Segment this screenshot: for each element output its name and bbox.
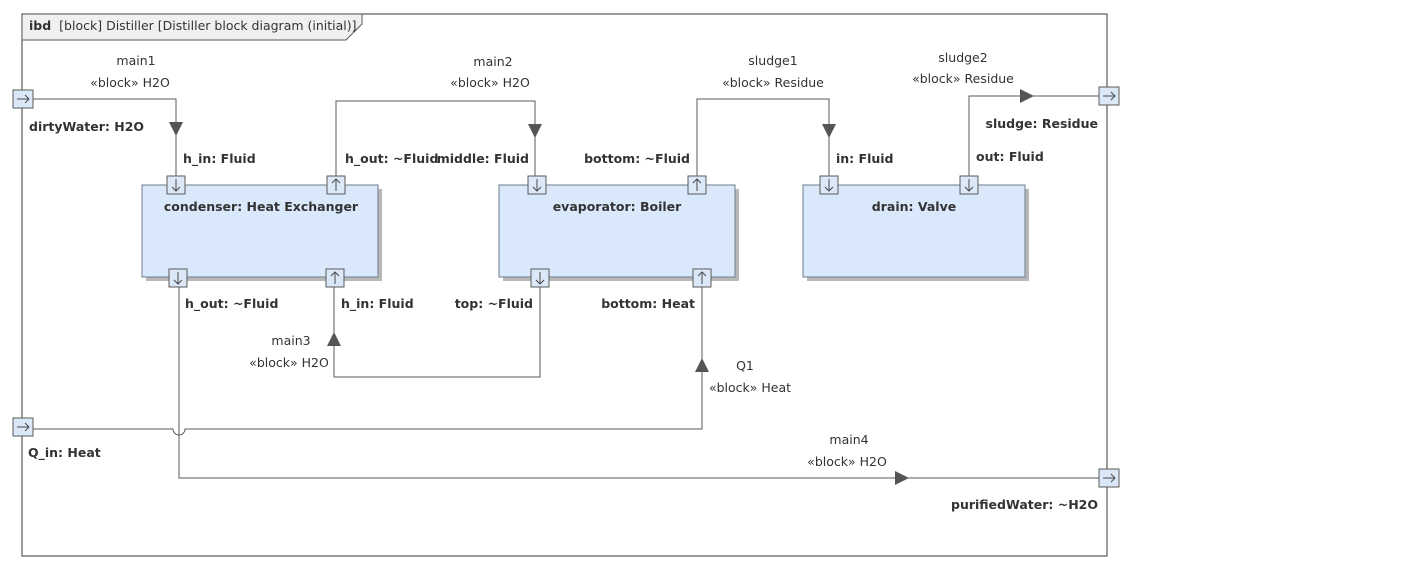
connector-type-main4: «block» H2O <box>807 454 887 469</box>
arrowhead-Q1 <box>695 358 709 372</box>
port-label-purifiedWater: purifiedWater: ~H2O <box>951 497 1098 512</box>
connector-main1[interactable] <box>33 98 177 177</box>
arrowheads <box>169 89 1034 485</box>
arrow-up-icon <box>331 178 341 191</box>
frame-title: ibd [block] Distiller [Distiller block d… <box>29 18 357 33</box>
frame-kind: ibd <box>29 18 51 33</box>
port-evaporator-bottom-heat[interactable] <box>692 268 712 288</box>
connector-main4[interactable] <box>178 286 1099 479</box>
port-Q_in[interactable] <box>12 417 34 437</box>
connector-type-sludge1: «block» Residue <box>722 75 824 90</box>
port-label-Q_in: Q_in: Heat <box>28 445 101 461</box>
arrowhead-sludge1 <box>822 124 836 138</box>
frame-name: [block] Distiller [Distiller block diagr… <box>59 18 356 33</box>
arrow-down-icon <box>535 272 545 285</box>
port-condenser-h_in-top[interactable] <box>166 175 186 195</box>
block-evaporator[interactable]: evaporator: Boiler <box>498 184 739 281</box>
port-label-condenser-h_out-bottom: h_out: ~Fluid <box>185 296 278 312</box>
connector-sludge2[interactable] <box>968 95 1099 177</box>
connector-name-sludge1: sludge1 <box>748 53 797 68</box>
arrow-down-icon <box>171 179 181 192</box>
arrow-up-icon <box>692 178 702 191</box>
connector-name-main2: main2 <box>473 54 512 69</box>
arrowhead-sludge2 <box>1020 89 1034 103</box>
connector-main3[interactable] <box>333 286 541 378</box>
port-label-evaporator-bottom: bottom: ~Fluid <box>584 151 690 166</box>
port-label-condenser-h_in-top: h_in: Fluid <box>183 151 256 167</box>
block-drain-title: drain: Valve <box>872 199 956 214</box>
port-label-condenser-h_out-top: h_out: ~Fluid <box>345 151 438 167</box>
connector-Q1[interactable] <box>33 286 703 436</box>
port-label-evaporator-top: top: ~Fluid <box>455 296 533 311</box>
port-label-evaporator-middle: middle: Fluid <box>437 151 529 166</box>
arrow-right-icon <box>17 94 30 104</box>
port-dirtyWater[interactable] <box>12 89 34 109</box>
block-condenser-title: condenser: Heat Exchanger <box>164 199 359 214</box>
connector-name-Q1: Q1 <box>736 358 754 373</box>
connector-labels: main1 «block» H2O main2 «block» H2O slud… <box>90 50 1014 469</box>
port-condenser-h_in-bottom[interactable] <box>325 268 345 288</box>
arrow-down-icon <box>964 179 974 192</box>
arrow-down-icon <box>824 179 834 192</box>
port-purifiedWater[interactable] <box>1098 468 1120 488</box>
port-labels: dirtyWater: H2O sludge: Residue Q_in: He… <box>28 116 1098 512</box>
block-evaporator-title: evaporator: Boiler <box>553 199 682 214</box>
port-label-drain-in: in: Fluid <box>836 151 894 166</box>
connector-type-main3: «block» H2O <box>249 355 329 370</box>
port-label-dirtyWater: dirtyWater: H2O <box>29 119 144 134</box>
port-label-drain-out: out: Fluid <box>976 149 1044 164</box>
port-drain-in[interactable] <box>819 175 839 195</box>
connector-type-main2: «block» H2O <box>450 75 530 90</box>
arrow-right-icon <box>1103 91 1116 101</box>
arrowhead-main1 <box>169 122 183 136</box>
block-drain[interactable]: drain: Valve <box>802 184 1029 281</box>
port-condenser-h_out-bottom[interactable] <box>168 268 188 288</box>
block-condenser[interactable]: condenser: Heat Exchanger <box>141 184 382 281</box>
port-evaporator-top[interactable] <box>530 268 550 288</box>
port-evaporator-middle[interactable] <box>527 175 547 195</box>
port-condenser-h_out-top[interactable] <box>326 175 346 195</box>
connector-name-sludge2: sludge2 <box>938 50 987 65</box>
connector-name-main4: main4 <box>829 432 868 447</box>
connector-type-sludge2: «block» Residue <box>912 71 1014 86</box>
port-drain-out[interactable] <box>959 175 979 195</box>
connector-lines <box>33 95 1099 479</box>
arrowhead-main4 <box>895 471 909 485</box>
port-sludge[interactable] <box>1098 86 1120 106</box>
arrow-down-icon <box>532 179 542 192</box>
port-label-condenser-h_in-bottom: h_in: Fluid <box>341 296 414 312</box>
connector-name-main3: main3 <box>271 333 310 348</box>
arrow-down-icon <box>173 272 183 285</box>
diagram-frame: ibd [block] Distiller [Distiller block d… <box>21 13 1108 557</box>
arrowhead-main3 <box>327 332 341 346</box>
arrow-right-icon <box>17 422 30 432</box>
port-label-sludge: sludge: Residue <box>986 116 1099 131</box>
connector-main2[interactable] <box>335 100 536 177</box>
port-label-evaporator-bottom-heat: bottom: Heat <box>601 296 695 311</box>
connector-type-main1: «block» H2O <box>90 75 170 90</box>
arrow-up-icon <box>330 271 340 284</box>
arrowhead-main2 <box>528 124 542 138</box>
connector-type-Q1: «block» Heat <box>709 380 791 395</box>
arrow-up-icon <box>697 271 707 284</box>
port-evaporator-bottom[interactable] <box>687 175 707 195</box>
connector-name-main1: main1 <box>116 53 155 68</box>
arrow-right-icon <box>1103 473 1116 483</box>
